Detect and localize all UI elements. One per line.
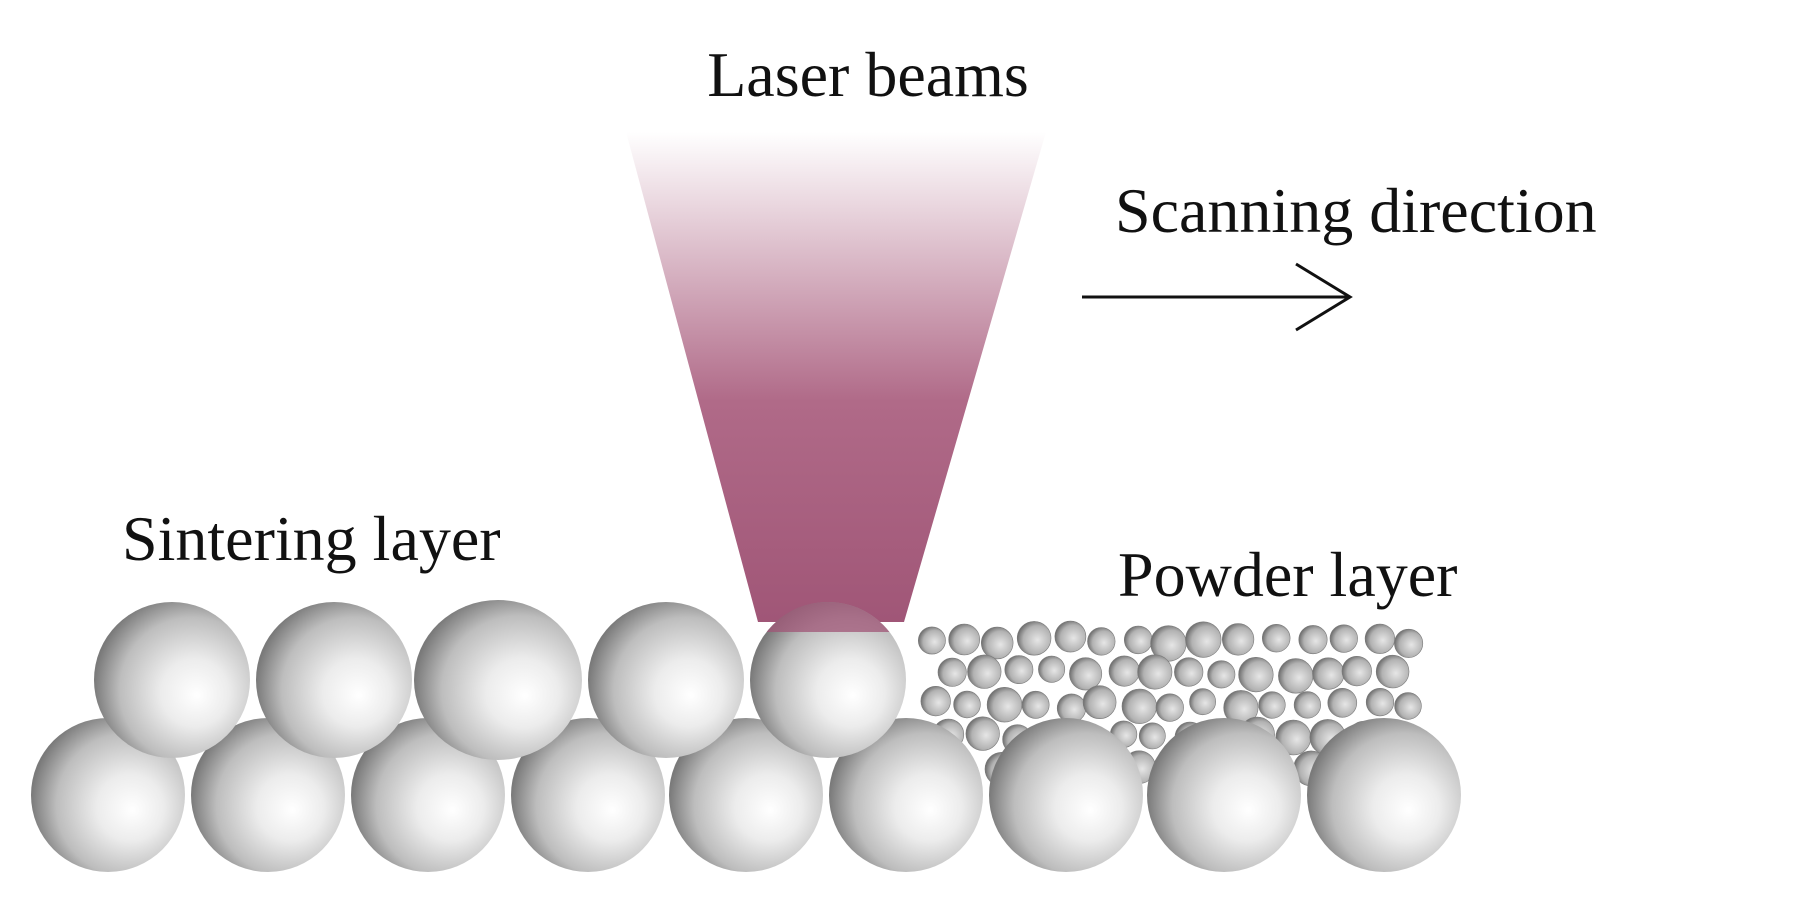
powder-particle bbox=[1087, 627, 1116, 656]
powder-particle bbox=[1038, 655, 1066, 683]
particle bbox=[511, 718, 665, 872]
powder-particle bbox=[1341, 655, 1372, 687]
particle bbox=[351, 718, 505, 872]
powder-particle bbox=[1364, 623, 1395, 654]
powder-particle bbox=[1185, 621, 1222, 658]
powder-particle bbox=[953, 690, 981, 719]
powder-particle bbox=[1108, 655, 1140, 687]
laser-beams-label: Laser beams bbox=[707, 39, 1029, 110]
powder-particle bbox=[1221, 623, 1255, 656]
powder-particle bbox=[937, 657, 967, 687]
particle bbox=[414, 600, 582, 760]
particle bbox=[94, 602, 250, 758]
powder-particle bbox=[1394, 692, 1422, 720]
powder-particle bbox=[1189, 688, 1217, 716]
powder-particle bbox=[1054, 620, 1087, 653]
powder-particle bbox=[1258, 691, 1286, 719]
laser-beam bbox=[626, 132, 1046, 622]
powder-particle bbox=[1155, 693, 1184, 722]
powder-particle bbox=[1004, 655, 1034, 685]
powder-particle bbox=[1394, 628, 1424, 658]
powder-particle bbox=[1123, 625, 1153, 655]
particle bbox=[588, 602, 744, 758]
top-particle-row bbox=[94, 600, 906, 760]
powder-particle bbox=[1238, 656, 1274, 693]
powder-particle bbox=[1082, 685, 1117, 720]
particle bbox=[669, 718, 823, 872]
bottom-particle-row bbox=[31, 718, 1461, 872]
powder-particle bbox=[1174, 657, 1204, 687]
powder-layer-label: Powder layer bbox=[1118, 539, 1457, 610]
powder-particle bbox=[1069, 657, 1103, 691]
powder-particle bbox=[1137, 654, 1173, 690]
particle bbox=[31, 718, 185, 872]
particle bbox=[1307, 718, 1461, 872]
powder-particle bbox=[986, 686, 1023, 723]
powder-particle bbox=[918, 626, 946, 655]
powder-particle bbox=[1021, 690, 1050, 719]
particle bbox=[256, 602, 412, 758]
powder-particle bbox=[1207, 660, 1236, 689]
powder-particle bbox=[1138, 722, 1166, 750]
powder-particle bbox=[1327, 687, 1358, 718]
powder-particle bbox=[965, 716, 1000, 751]
powder-particle bbox=[1298, 625, 1328, 655]
particle-hot bbox=[750, 602, 906, 758]
powder-particle bbox=[1365, 687, 1395, 717]
particle bbox=[829, 718, 983, 872]
scanning-direction-arrow bbox=[1082, 262, 1353, 332]
powder-particle bbox=[1278, 658, 1314, 694]
particle bbox=[1147, 718, 1301, 872]
sintering-layer-label: Sintering layer bbox=[122, 503, 501, 574]
powder-particle bbox=[980, 626, 1014, 660]
scanning-direction-label: Scanning direction bbox=[1115, 175, 1597, 246]
powder-particle bbox=[1261, 623, 1291, 653]
powder-particle bbox=[1293, 691, 1321, 719]
powder-particle bbox=[1121, 688, 1157, 724]
powder-particle bbox=[967, 654, 1002, 689]
particle bbox=[191, 718, 345, 872]
powder-particle bbox=[1375, 654, 1410, 689]
powder-particle bbox=[1312, 657, 1345, 690]
powder-particle bbox=[1016, 621, 1052, 656]
powder-particle bbox=[920, 685, 951, 717]
powder-particle bbox=[1329, 624, 1358, 653]
particle bbox=[989, 718, 1143, 872]
powder-particle bbox=[948, 623, 981, 656]
